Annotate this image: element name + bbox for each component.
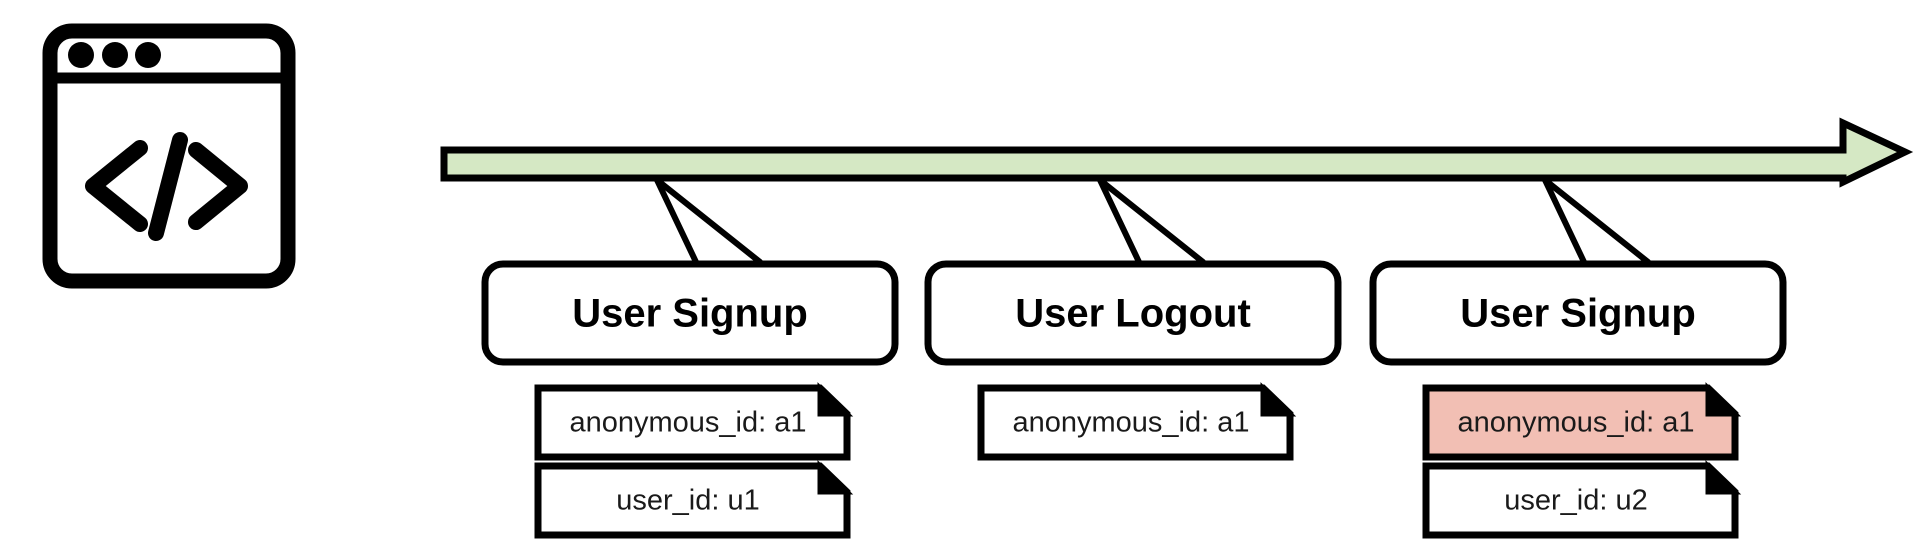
note-fold-corner-3-1 bbox=[1705, 382, 1742, 417]
event-box-3[interactable] bbox=[1369, 260, 1787, 366]
event-box-2[interactable] bbox=[924, 260, 1342, 366]
note-box-1-1[interactable] bbox=[534, 382, 854, 461]
callout-tail-event-1 bbox=[654, 177, 763, 265]
event-group-1: User Signup anonymous_id: a1 user_id: u1 bbox=[481, 260, 899, 539]
event-timeline-arrow[interactable] bbox=[440, 117, 1914, 188]
code-angle-right-icon bbox=[188, 142, 248, 230]
callout-tail-event-2 bbox=[1097, 177, 1206, 265]
event-title-1: User Signup bbox=[572, 292, 808, 336]
note-text-1-2: user_id: u1 bbox=[616, 485, 760, 517]
note-box-1-2[interactable] bbox=[534, 460, 854, 539]
event-title-3: User Signup bbox=[1460, 292, 1696, 336]
note-fold-corner-1-1 bbox=[817, 382, 854, 417]
note-text-1-1: anonymous_id: a1 bbox=[570, 407, 807, 439]
window-dot-2 bbox=[102, 42, 128, 68]
event-box-1[interactable] bbox=[481, 260, 899, 366]
event-group-3: User Signup anonymous_id: a1 user_id: u2 bbox=[1369, 260, 1787, 539]
event-title-2: User Logout bbox=[1015, 292, 1251, 336]
note-text-2-1: anonymous_id: a1 bbox=[1013, 407, 1250, 439]
note-box-3-1[interactable] bbox=[1422, 382, 1742, 461]
note-text-3-1: anonymous_id: a1 bbox=[1458, 407, 1695, 439]
code-window-icon bbox=[42, 23, 296, 289]
window-dot-3 bbox=[135, 42, 161, 68]
note-box-2-1[interactable] bbox=[977, 382, 1297, 461]
code-angle-left-icon bbox=[85, 140, 148, 232]
window-dot-1 bbox=[68, 42, 94, 68]
note-box-3-2[interactable] bbox=[1422, 460, 1742, 539]
note-fold-corner-2-1 bbox=[1260, 382, 1297, 417]
note-highlight-fill-3-1 bbox=[1422, 384, 1739, 461]
note-text-3-2: user_id: u2 bbox=[1504, 485, 1648, 517]
event-group-2: User Logout anonymous_id: a1 bbox=[924, 260, 1342, 461]
note-fold-corner-3-2 bbox=[1705, 460, 1742, 495]
callout-tail-event-3 bbox=[1542, 177, 1651, 265]
code-slash-icon bbox=[148, 132, 188, 241]
note-fold-corner-1-2 bbox=[817, 460, 854, 495]
